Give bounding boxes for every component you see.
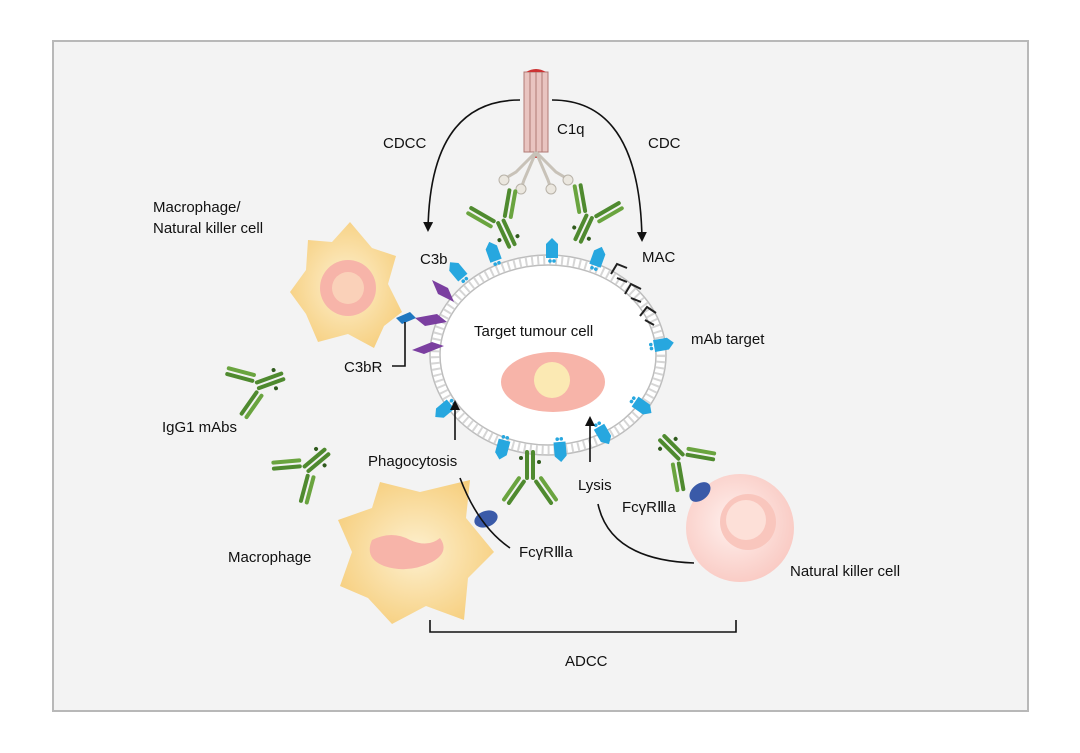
tumour-nucleolus [534, 362, 570, 398]
cdc-label: CDC [648, 135, 681, 152]
natural-killer-cell [686, 474, 794, 582]
lysis-curve [597, 503, 695, 564]
cdcc-label: CDCC [383, 135, 426, 152]
c3br-label: C3bR [344, 359, 383, 376]
mac-pores [610, 262, 657, 326]
free-igg1-mabs [221, 348, 347, 509]
c3b-receptor [396, 312, 416, 324]
phagocytosis-label: Phagocytosis [368, 453, 457, 470]
c3b-label: C3b [420, 251, 448, 268]
target-tumour-cell [429, 254, 667, 456]
fcgr-right-label: FcγRⅢa [622, 499, 676, 516]
c1q-label: C1q [557, 121, 585, 138]
igg1-mabs-label: IgG1 mAbs [162, 419, 237, 436]
mab-target-label: mAb target [691, 331, 765, 348]
c1q-complex [498, 69, 574, 195]
macrophage-label: Macrophage [228, 549, 311, 566]
nk-cell-label: Natural killer cell [790, 563, 900, 580]
mac-label: MAC [642, 249, 676, 266]
cdcc-arrow [423, 99, 521, 232]
macrophage-fc-receptor [474, 510, 498, 528]
c3b-fragments [412, 280, 454, 354]
adcc-bracket [429, 620, 737, 633]
target-cell-label: Target tumour cell [474, 323, 593, 340]
c3br-pointer [392, 322, 406, 367]
nk-fc-receptor [689, 482, 711, 502]
macrophage-nk-label-line2: Natural killer cell [153, 220, 263, 237]
fcgr-left-label: FcγRⅢa [519, 544, 573, 561]
adcc-label: ADCC [565, 653, 608, 670]
macrophage-nk-cell [290, 222, 416, 348]
cdc-arrow [551, 99, 647, 242]
macrophage-nk-label-line1: Macrophage/ [153, 199, 241, 216]
phagocytosis-curve [459, 477, 511, 549]
lysis-label: Lysis [578, 477, 612, 494]
macrophage-cell [338, 480, 498, 624]
